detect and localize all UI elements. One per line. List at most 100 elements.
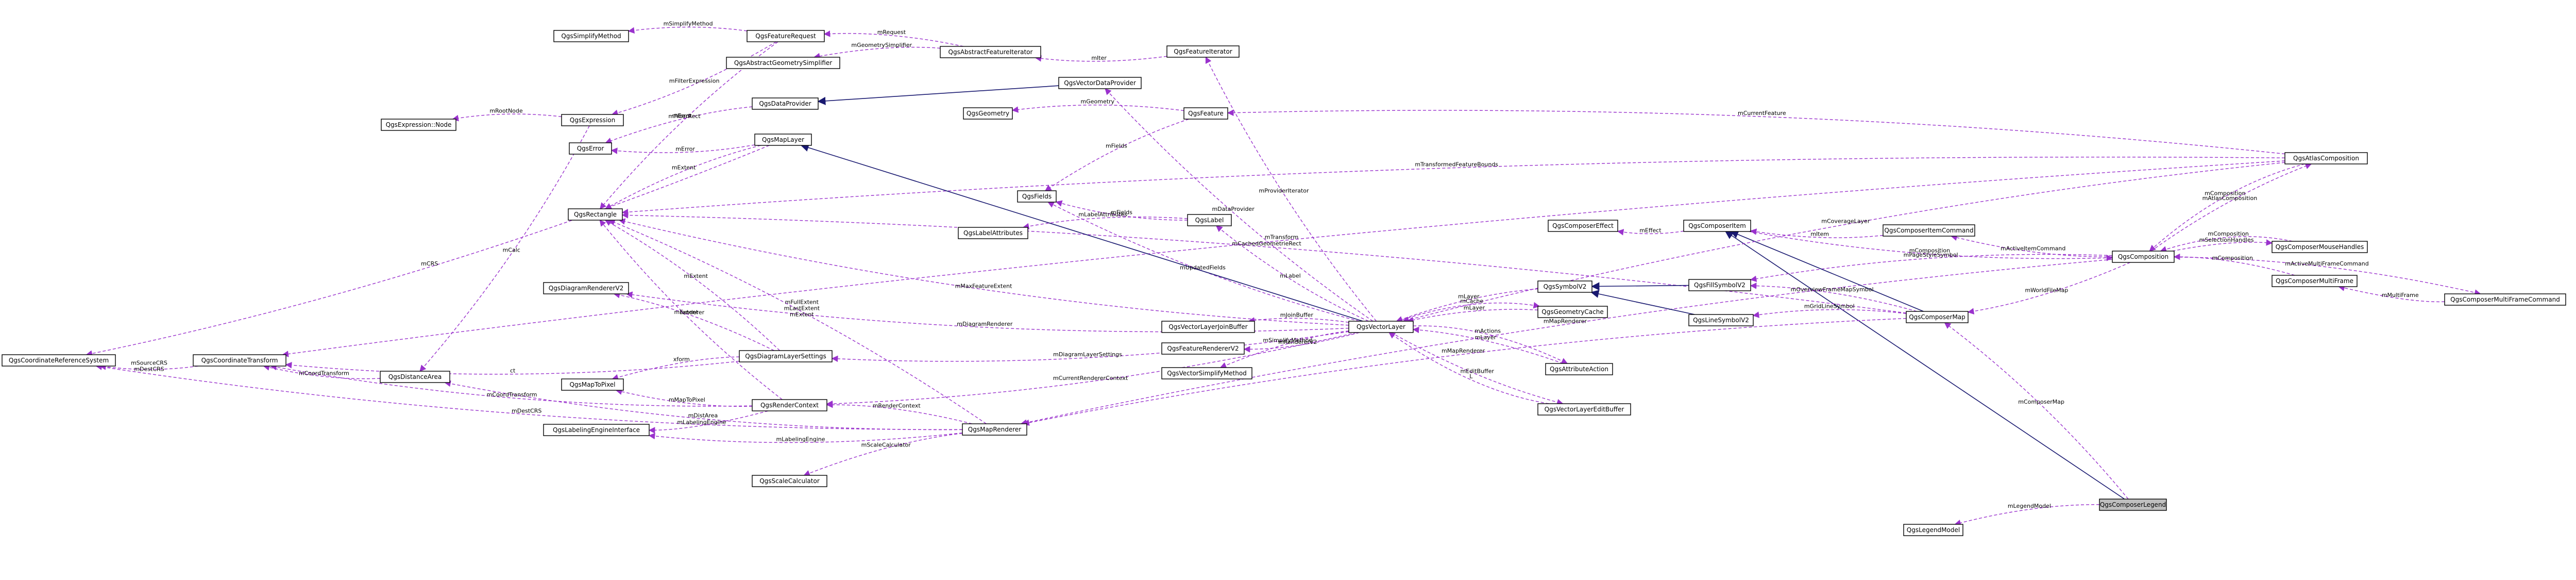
edge-qgs-map-renderer-to-qgs-distance-area: [444, 380, 963, 430]
class-node-box: [381, 119, 456, 131]
class-node-qgs-symbol-v2[interactable]: QgsSymbolV2: [1537, 280, 1592, 293]
class-node-qgs-atlas-composition[interactable]: QgsAtlasComposition: [2284, 152, 2368, 164]
edge-qgs-expression-to-qgs-distance-area: [419, 125, 590, 372]
edge-line: [1020, 259, 2113, 426]
class-node-qgs-data-provider[interactable]: QgsDataProvider: [752, 97, 819, 110]
edge-label: mCache: [1460, 298, 1483, 305]
class-node-qgs-coordinate-transform[interactable]: QgsCoordinateTransform: [193, 354, 286, 367]
class-node-qgs-vector-data-provider[interactable]: QgsVectorDataProvider: [1058, 77, 1142, 89]
class-node-qgs-composer-mouse-handles[interactable]: QgsComposerMouseHandles: [2272, 241, 2368, 253]
class-node-label: QgsDistanceArea: [388, 373, 442, 380]
class-node-qgs-geometry[interactable]: QgsGeometry: [963, 107, 1013, 120]
edge-label: mEffect: [1639, 227, 1662, 234]
class-node-qgs-scale-calculator[interactable]: QgsScaleCalculator: [752, 475, 827, 487]
class-node-qgs-map-renderer[interactable]: QgsMapRenderer: [962, 423, 1027, 436]
class-node-box: [1903, 524, 1963, 536]
edge-qgs-feature-request-to-qgs-expression: [611, 41, 776, 116]
edge-qgs-vector-layer-to-qgs-feature-iterator: [1205, 56, 1377, 322]
edge-qgs-symbol-v2-to-qgs-vector-layer: [1396, 288, 1538, 323]
class-node-qgs-composer-map[interactable]: QgsComposerMap: [1906, 311, 1969, 323]
class-node-qgs-distance-area[interactable]: QgsDistanceArea: [380, 371, 450, 383]
class-node-box: [2112, 251, 2175, 263]
class-node-qgs-vector-layer-join-buffer[interactable]: QgsVectorLayerJoinBuffer: [1161, 321, 1255, 333]
edge-qgs-composition-to-qgs-map-renderer: [1020, 259, 2113, 426]
class-node-box: [1537, 306, 1608, 318]
edge-line: [1750, 283, 1917, 312]
class-node-box: [739, 350, 833, 362]
class-node-box: [2272, 241, 2368, 253]
class-node-qgs-feature-iterator[interactable]: QgsFeatureIterator: [1166, 45, 1240, 58]
edge-qgs-atlas-composition-to-qgs-composition: [2149, 163, 2305, 252]
class-node-label: QgsFillSymbolV2: [1694, 281, 1745, 289]
class-node-qgs-feature-request[interactable]: QgsFeatureRequest: [747, 30, 825, 42]
class-node-qgs-legend-model[interactable]: QgsLegendModel: [1903, 524, 1963, 536]
edge-line: [605, 106, 753, 144]
class-node-qgs-composition[interactable]: QgsComposition: [2112, 251, 2175, 263]
edge-label: mOverviewFrameMapSymbol: [1791, 286, 1874, 293]
class-node-qgs-abstract-geometry-simplifier[interactable]: QgsAbstractGeometrySimplifier: [726, 57, 840, 69]
class-node-box: [1906, 311, 1969, 323]
class-node-box: [963, 107, 1013, 120]
class-node-label: QgsCoordinateReferenceSystem: [9, 357, 109, 364]
class-node-qgs-fill-symbol-v2[interactable]: QgsFillSymbolV2: [1688, 279, 1751, 291]
class-node-qgs-composer-effect[interactable]: QgsComposerEffect: [1548, 220, 1618, 232]
class-node-qgs-simplify-method[interactable]: QgsSimplifyMethod: [553, 30, 629, 42]
edge-qgs-abstract-feature-iterator-to-qgs-abstract-geometry-simplifier: [813, 46, 941, 60]
edge-qgs-composer-legend-to-qgs-composer-map: [1944, 322, 2129, 500]
edge-label: mTransform: [1265, 234, 1298, 241]
class-node-qgs-feature-renderer-v2[interactable]: QgsFeatureRendererV2: [1161, 342, 1245, 355]
class-node-qgs-composer-legend[interactable]: QgsComposerLegend: [2099, 499, 2167, 511]
class-node-qgs-expression-node[interactable]: QgsExpression::Node: [381, 119, 456, 131]
class-node-label: QgsComposerLegend: [2100, 501, 2166, 508]
class-node-qgs-label-attributes[interactable]: QgsLabelAttributes: [958, 227, 1028, 239]
class-node-qgs-map-to-pixel[interactable]: QgsMapToPixel: [561, 378, 624, 391]
edge-qgs-render-context-to-qgs-coordinate-transform: [270, 363, 753, 407]
class-node-box: [754, 134, 812, 146]
edge-qgs-composition-to-qgs-composer-map: [1967, 262, 2131, 314]
edge-line: [605, 145, 761, 209]
class-node-qgs-label[interactable]: QgsLabel: [1187, 214, 1232, 226]
edge-label: mCRS: [421, 260, 438, 267]
class-node-qgs-vector-simplify-method[interactable]: QgsVectorSimplifyMethod: [1161, 367, 1252, 379]
edge-line: [452, 113, 562, 122]
class-node-qgs-error[interactable]: QgsError: [569, 142, 612, 155]
class-node-label: QgsAbstractFeatureIterator: [948, 48, 1033, 56]
class-node-qgs-composer-multi-frame[interactable]: QgsComposerMultiFrame: [2272, 275, 2358, 287]
edge-label: renderer: [680, 309, 705, 316]
class-node-label: QgsMapRenderer: [968, 426, 1021, 433]
class-node-qgs-labeling-engine-interface[interactable]: QgsLabelingEngineInterface: [543, 424, 650, 436]
edge-qgs-map-layer-to-qgs-coordinate-reference-system: [86, 145, 770, 357]
class-node-label: QgsSimplifyMethod: [561, 32, 621, 40]
class-node-qgs-map-layer[interactable]: QgsMapLayer: [754, 134, 812, 146]
edge-line: [1055, 200, 1188, 221]
class-node-qgs-fields[interactable]: QgsFields: [1017, 190, 1057, 203]
class-node-qgs-rectangle[interactable]: QgsRectangle: [568, 208, 623, 221]
class-node-qgs-vector-layer-edit-buffer[interactable]: QgsVectorLayerEditBuffer: [1537, 403, 1631, 416]
class-node-qgs-coordinate-reference-system[interactable]: QgsCoordinateReferenceSystem: [2, 354, 116, 367]
class-node-qgs-attribute-action[interactable]: QgsAttributeAction: [1545, 363, 1613, 375]
edge-line: [282, 160, 2285, 357]
edge-qgs-composer-multi-frame-to-qgs-composition: [2173, 253, 2295, 276]
class-node-qgs-abstract-feature-iterator[interactable]: QgsAbstractFeatureIterator: [940, 46, 1041, 58]
edge-line: [1396, 288, 1538, 323]
class-node-qgs-composer-multi-frame-command[interactable]: QgsComposerMultiFrameCommand: [2444, 293, 2566, 306]
edge-label: mLabelingEngine: [677, 419, 726, 425]
edge-qgs-abstract-feature-iterator-to-qgs-feature-request: [823, 30, 964, 47]
class-node-qgs-diagram-layer-settings[interactable]: QgsDiagramLayerSettings: [739, 350, 833, 362]
edge-label: mError: [675, 145, 695, 152]
class-node-qgs-vector-layer[interactable]: QgsVectorLayer: [1348, 321, 1414, 333]
class-node-qgs-feature[interactable]: QgsFeature: [1183, 107, 1228, 120]
class-node-qgs-composer-item-command[interactable]: QgsComposerItemCommand: [1883, 224, 1975, 237]
edge-qgs-diagram-layer-settings-to-qgs-rectangle: [604, 220, 780, 351]
class-node-qgs-composer-item[interactable]: QgsComposerItem: [1683, 220, 1751, 232]
class-node-qgs-render-context[interactable]: QgsRenderContext: [752, 399, 827, 411]
class-node-qgs-geometry-cache[interactable]: QgsGeometryCache: [1537, 306, 1608, 318]
class-node-qgs-diagram-renderer-v2[interactable]: QgsDiagramRendererV2: [543, 282, 629, 294]
edge-line: [1011, 105, 1184, 113]
edge-qgs-vector-layer-to-qgs-vector-data-provider: [1105, 88, 1374, 322]
class-node-qgs-expression[interactable]: QgsExpression: [561, 114, 624, 126]
edge-qgs-vector-layer-to-qgs-render-context: [826, 332, 1357, 407]
class-node-label: QgsMapLayer: [762, 136, 804, 143]
class-node-qgs-line-symbol-v2[interactable]: QgsLineSymbolV2: [1688, 314, 1754, 326]
